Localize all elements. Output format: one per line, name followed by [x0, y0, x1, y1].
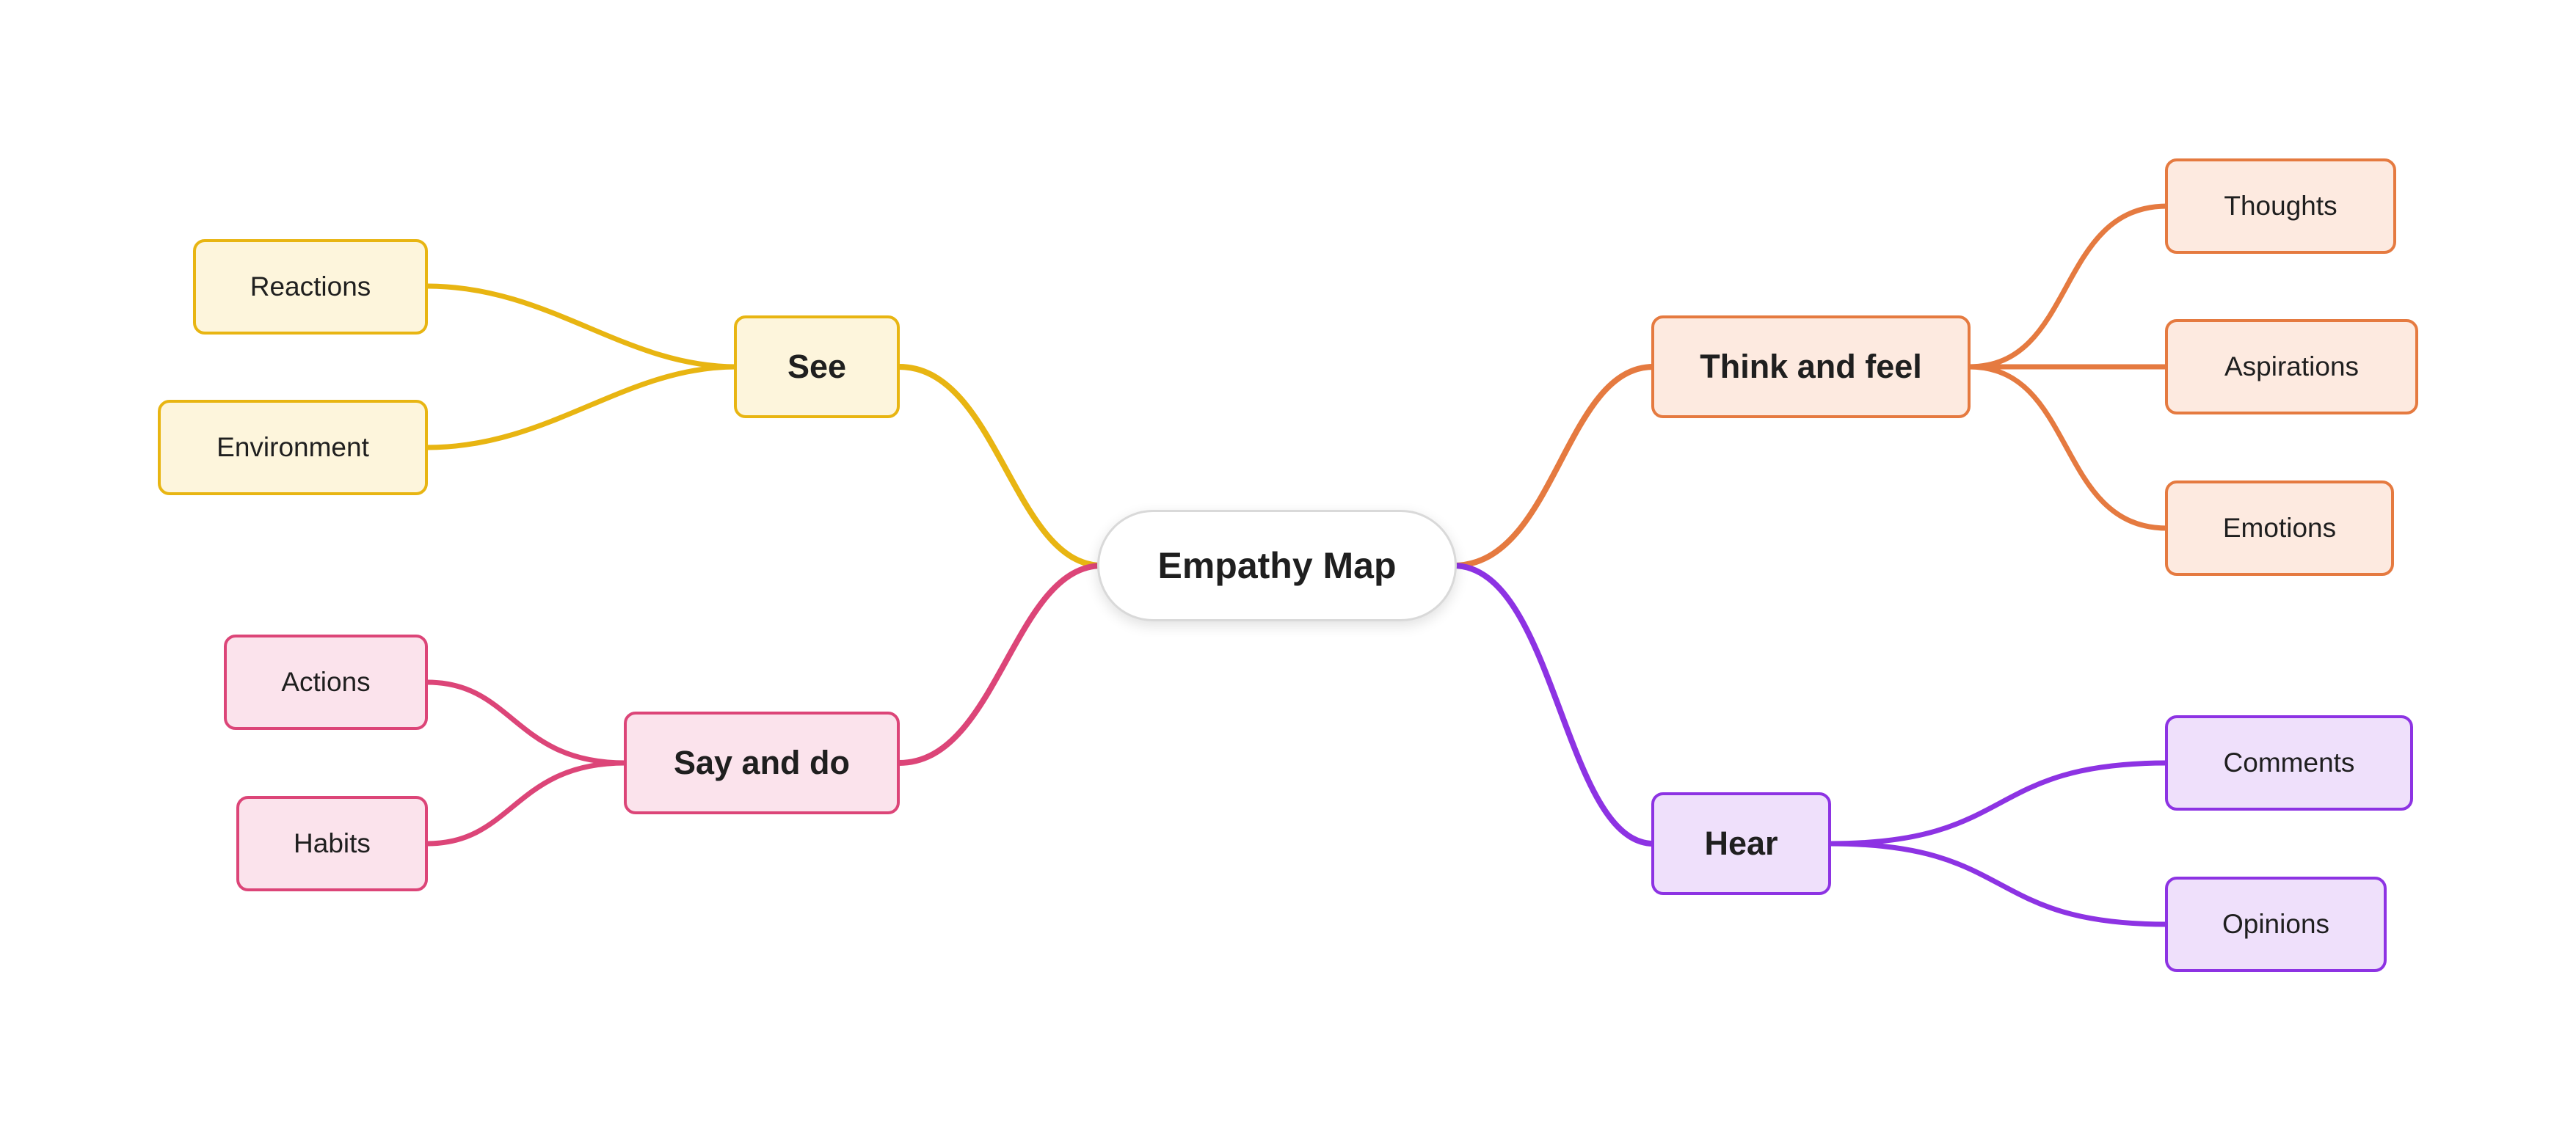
branch-see-label: See — [787, 348, 847, 385]
leaf-reactions[interactable]: Reactions — [193, 239, 428, 335]
edge-say-habits — [424, 760, 628, 847]
branch-say-and-do-label: Say and do — [673, 744, 851, 781]
edge-see-environment — [424, 364, 739, 450]
root-label: Empathy Map — [1157, 545, 1397, 586]
edge-say-actions — [424, 679, 628, 766]
leaf-emotions[interactable]: Emotions — [2165, 481, 2394, 576]
leaf-aspirations[interactable]: Aspirations — [2165, 319, 2418, 414]
edge-hear-opinions — [1827, 841, 2170, 927]
leaf-emotions-label: Emotions — [2222, 513, 2337, 543]
branch-hear-label: Hear — [1704, 825, 1778, 862]
leaf-habits-label: Habits — [294, 828, 371, 858]
leaf-actions-label: Actions — [281, 667, 371, 697]
edge-see-reactions — [424, 283, 739, 370]
leaf-thoughts-label: Thoughts — [2224, 191, 2337, 221]
branch-think-and-feel[interactable]: Think and feel — [1651, 315, 1971, 418]
edge-think-thoughts — [1966, 203, 2170, 370]
leaf-thoughts[interactable]: Thoughts — [2165, 158, 2396, 254]
branch-think-and-feel-label: Think and feel — [1700, 348, 1922, 385]
root-node[interactable]: Empathy Map — [1097, 510, 1457, 621]
leaf-comments[interactable]: Comments — [2165, 715, 2413, 811]
branch-hear[interactable]: Hear — [1651, 792, 1831, 895]
leaf-environment-label: Environment — [217, 432, 369, 462]
edge-root-hear — [1450, 563, 1656, 847]
leaf-reactions-label: Reactions — [250, 271, 371, 302]
leaf-opinions[interactable]: Opinions — [2165, 877, 2387, 972]
edge-root-say-and-do — [896, 563, 1105, 766]
edge-hear-comments — [1827, 760, 2170, 847]
edge-think-emotions — [1966, 364, 2170, 531]
leaf-aspirations-label: Aspirations — [2224, 351, 2359, 381]
edge-root-see — [896, 364, 1105, 569]
leaf-opinions-label: Opinions — [2222, 909, 2330, 939]
branch-say-and-do[interactable]: Say and do — [624, 712, 900, 814]
leaf-habits[interactable]: Habits — [236, 796, 428, 891]
leaf-environment[interactable]: Environment — [158, 400, 428, 495]
leaf-comments-label: Comments — [2223, 748, 2355, 778]
leaf-actions[interactable]: Actions — [224, 635, 428, 730]
edge-root-think-and-feel — [1450, 364, 1656, 569]
branch-see[interactable]: See — [734, 315, 900, 418]
